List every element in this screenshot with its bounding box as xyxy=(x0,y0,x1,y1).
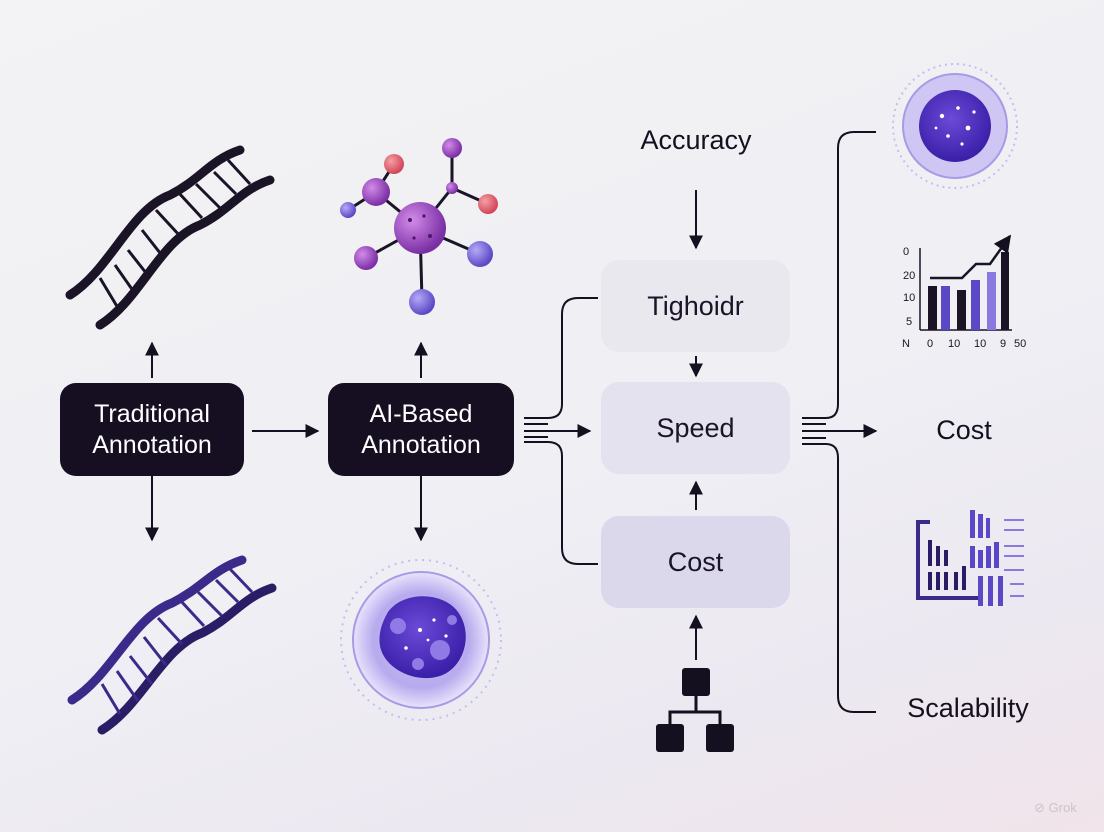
cell-icon xyxy=(340,559,502,721)
accuracy-label: Accuracy xyxy=(640,124,752,155)
cost-node: Cost xyxy=(601,516,790,608)
x-tick: N xyxy=(902,338,910,350)
bracket-right-lower xyxy=(802,443,876,713)
x-tick: 50 xyxy=(1014,338,1026,350)
speed-node: Speed xyxy=(601,382,790,474)
y-tick: 5 xyxy=(906,316,912,328)
x-tick: 0 xyxy=(927,338,933,350)
watermark-text: Grok xyxy=(1048,800,1077,815)
connector-arrows xyxy=(145,131,878,713)
bracket-right-upper xyxy=(802,131,876,419)
bracket-ai-upper xyxy=(524,297,598,419)
scalability-bars-icon xyxy=(916,510,1024,606)
cell-icon-top-right xyxy=(892,63,1018,189)
traditional-annotation-node: Traditional Annotation xyxy=(60,383,244,476)
y-tick: 20 xyxy=(903,270,915,282)
watermark: ⊘ Grok xyxy=(1034,800,1077,816)
molecule-icon xyxy=(340,138,498,315)
y-tick: 0 xyxy=(903,246,909,258)
x-tick: 9 xyxy=(1000,338,1006,350)
tighoidr-node: Tighoidr xyxy=(601,260,790,352)
bar-chart-icon: 0 20 10 5 N 0 10 10 9 50 xyxy=(902,234,1026,350)
scalability-label: Scalability xyxy=(907,692,1029,723)
cost-label: Cost xyxy=(936,414,992,445)
x-tick: 10 xyxy=(974,338,986,350)
hierarchy-icon xyxy=(656,668,734,752)
ai-based-annotation-node: AI-Based Annotation xyxy=(328,383,514,476)
x-tick: 10 xyxy=(948,338,960,350)
dna-helix-icon-purple xyxy=(67,555,277,735)
grok-logo-icon: ⊘ xyxy=(1034,800,1045,815)
y-tick: 10 xyxy=(903,292,915,304)
dna-helix-icon xyxy=(65,145,275,330)
bracket-ai-lower xyxy=(524,441,598,565)
